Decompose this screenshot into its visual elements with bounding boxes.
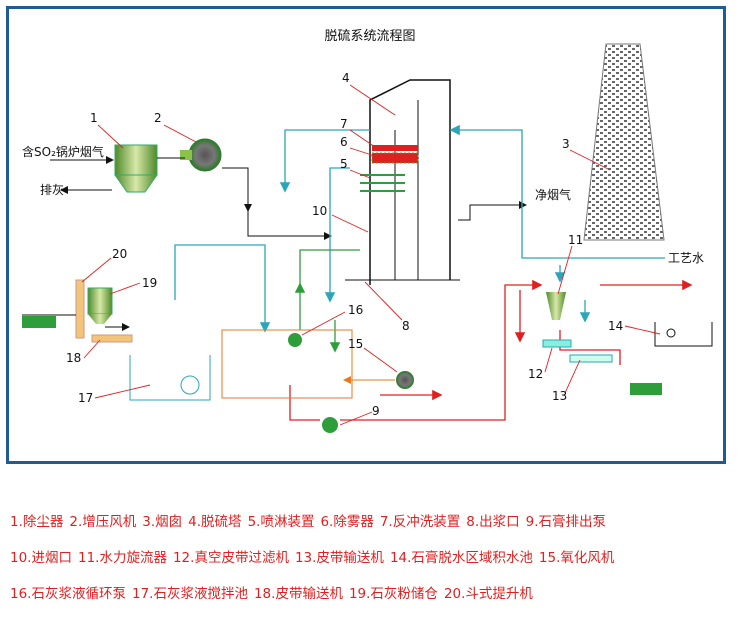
truck-right [630,383,662,395]
gypsum-pump [322,417,338,433]
lime-silo [87,287,113,324]
label-ash: 排灰 [40,183,64,197]
label-clean-gas: 净烟气 [535,187,571,202]
callout-10: 10 [312,204,327,218]
dust-collector [114,144,158,193]
legend-item: 11.水力旋流器 [77,550,167,566]
legend-item: 9.石膏排出泵 [525,514,607,530]
flow-diagram: 脱硫系统流程图 [22,29,713,433]
legend-item: 16.石灰浆液循环泵 [10,586,126,602]
legend-item: 12.真空皮带过滤机 [172,550,289,566]
callout-20: 20 [112,247,127,261]
backwash-device [372,145,418,151]
legend-item: 3.烟囱 [142,514,183,530]
callout-19: 19 [142,276,157,290]
callout-14: 14 [608,319,623,333]
label-inlet-gas: 含SO₂锅炉烟气 [22,144,104,159]
legend-row-1: 1.除尘器 2.增压风机 3.烟囱 4.脱硫塔 5.喷淋装置 6.除雾器 7.反冲洗装置 8.… [10,512,730,532]
demister [371,152,419,164]
callout-4: 4 [342,71,350,85]
legend-item: 15.氧化风机 [538,550,615,566]
label-process-water: 工艺水 [668,251,704,265]
legend-item: 4.脱硫塔 [188,514,242,530]
bucket-elevator [75,279,85,339]
recirculation-pump [288,333,302,347]
callout-16: 16 [348,303,363,317]
callout-6: 6 [340,135,348,149]
vacuum-belt-filter [542,339,572,348]
legend-item: 18.皮带输送机 [253,586,343,602]
legend-item: 2.增压风机 [69,514,137,530]
legend-item: 13.皮带输送机 [294,550,384,566]
callout-12: 12 [528,367,543,381]
callout-3: 3 [562,137,570,151]
callout-1: 1 [90,111,98,125]
callout-9: 9 [372,404,380,418]
callout-15: 15 [348,337,363,351]
booster-fan [180,138,222,172]
lime-slurry-tank [129,355,211,401]
oxidation-fan [396,371,414,389]
legend-item: 6.除雾器 [320,514,374,530]
belt-conveyor-18 [91,334,133,343]
hydrocyclone [546,292,566,320]
callout-8: 8 [402,319,410,333]
desulfurization-tower [345,79,460,285]
legend-row-3: 16.石灰浆液循环泵 17.石灰浆液搅拌池 18.皮带输送机 19.石灰粉储仓 20.斗… [10,584,730,604]
callout-18: 18 [66,351,81,365]
truck-left [22,314,76,328]
belt-conveyor-13 [569,354,613,363]
legend-item: 1.除尘器 [10,514,64,530]
callout-5: 5 [340,157,348,171]
legend-item: 19.石灰粉储仓 [348,586,438,602]
spray-device [360,174,405,192]
gypsum-sump [654,322,713,347]
diagram-title: 脱硫系统流程图 [324,29,415,44]
legend-item: 14.石膏脱水区域积水池 [389,550,533,566]
legend-item: 10.进烟口 [10,550,72,566]
legend-item: 7.反冲洗装置 [379,514,461,530]
callout-11: 11 [568,233,583,247]
callout-7: 7 [340,117,348,131]
legend-item: 20.斗式提升机 [443,586,533,602]
callout-13: 13 [552,389,567,403]
callout-17: 17 [78,391,93,405]
chimney [583,43,665,241]
legend-item: 17.石灰浆液搅拌池 [131,586,248,602]
legend-item: 5.喷淋装置 [247,514,315,530]
legend-item: 8.出浆口 [466,514,520,530]
slurry-pool [221,329,353,399]
callout-2: 2 [154,111,162,125]
legend-row-2: 10.进烟口 11.水力旋流器 12.真空皮带过滤机 13.皮带输送机 14.石膏脱水区… [10,548,730,568]
